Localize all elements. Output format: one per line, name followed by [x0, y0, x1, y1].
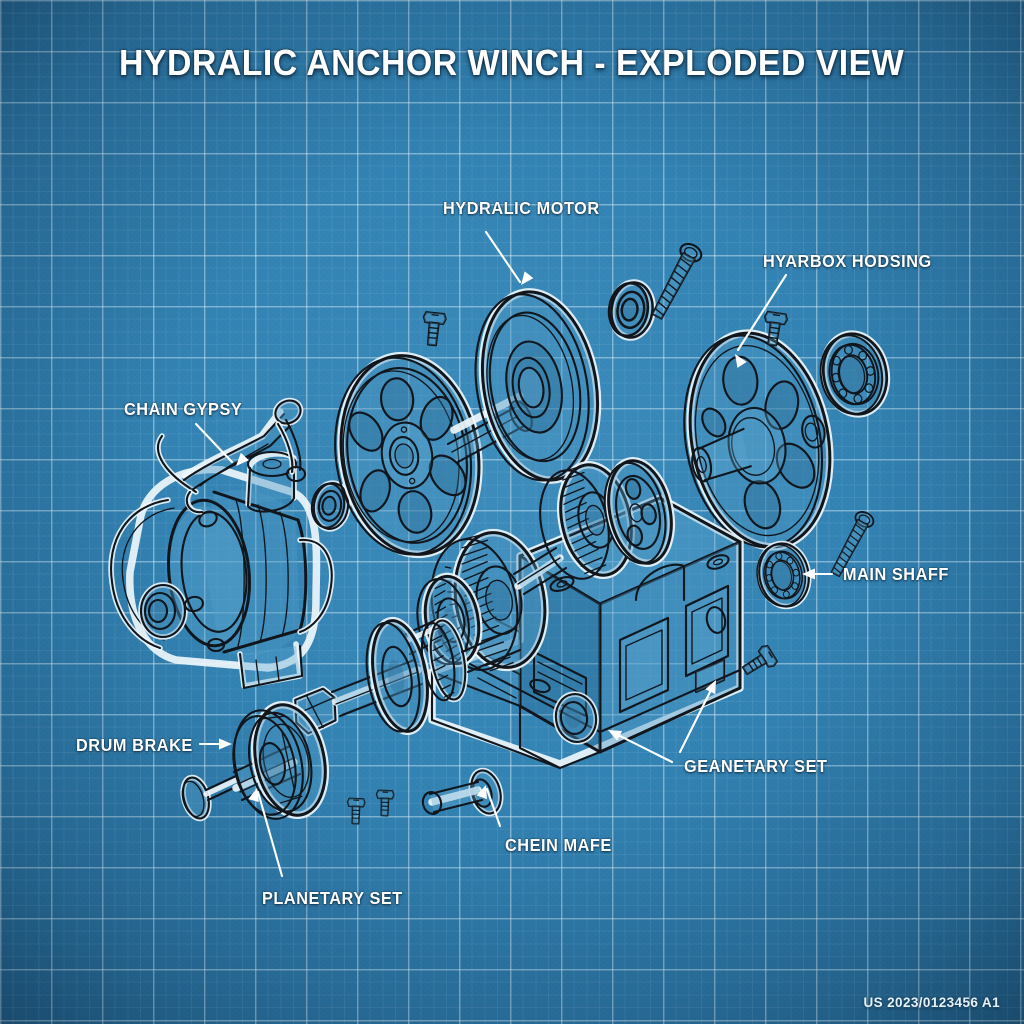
- part-spoked-pulley-large: [334, 351, 483, 559]
- callout-label-drum-brake: DRUM BRAKE: [76, 735, 193, 755]
- part-bolt-short-1: [419, 310, 448, 348]
- part-bolt-long-1: [646, 239, 706, 323]
- part-drum-brake-spindle: [180, 701, 329, 822]
- part-planet-carrier: [603, 457, 676, 567]
- part-chein-mafe-shaft: [292, 616, 522, 737]
- part-spoked-pulley-dish: [474, 288, 602, 484]
- part-bearing-main-shaft: [752, 539, 814, 611]
- part-bearing-large: [814, 328, 894, 420]
- callout-label-chain-gypsy: CHAIN GYPSY: [124, 399, 243, 419]
- page-title-text: HYDRALIC ANCHOR WINCH - EXPLODED VIEW: [119, 42, 905, 83]
- part-bolt-short-5: [375, 789, 395, 817]
- patent-number: US 2023/0123456 A1: [863, 995, 1000, 1010]
- callout-label-chein-mafe: CHEIN MAFE: [505, 835, 612, 855]
- part-bolt-short-3: [738, 643, 780, 681]
- part-chein-mafe-collar: [421, 767, 504, 817]
- part-hydraulic-motor-body: [108, 433, 335, 690]
- part-bolt-short-4: [346, 797, 366, 825]
- callout-label-main-shaff: MAIN SHAFF: [843, 564, 949, 584]
- page-title: HYDRALIC ANCHOR WINCH - EXPLODED VIEW: [0, 42, 1024, 84]
- part-bearing-small-1: [606, 279, 656, 340]
- callout-label-hydralic-motor: HYDRALIC MOTOR: [443, 198, 600, 218]
- callout-label-geanetary-set: GEANETARY SET: [684, 756, 828, 776]
- callout-label-planetary-set: PLANETARY SET: [262, 888, 403, 908]
- callout-label-hyarbox-hodsing: HYARBOX HODSING: [763, 251, 932, 271]
